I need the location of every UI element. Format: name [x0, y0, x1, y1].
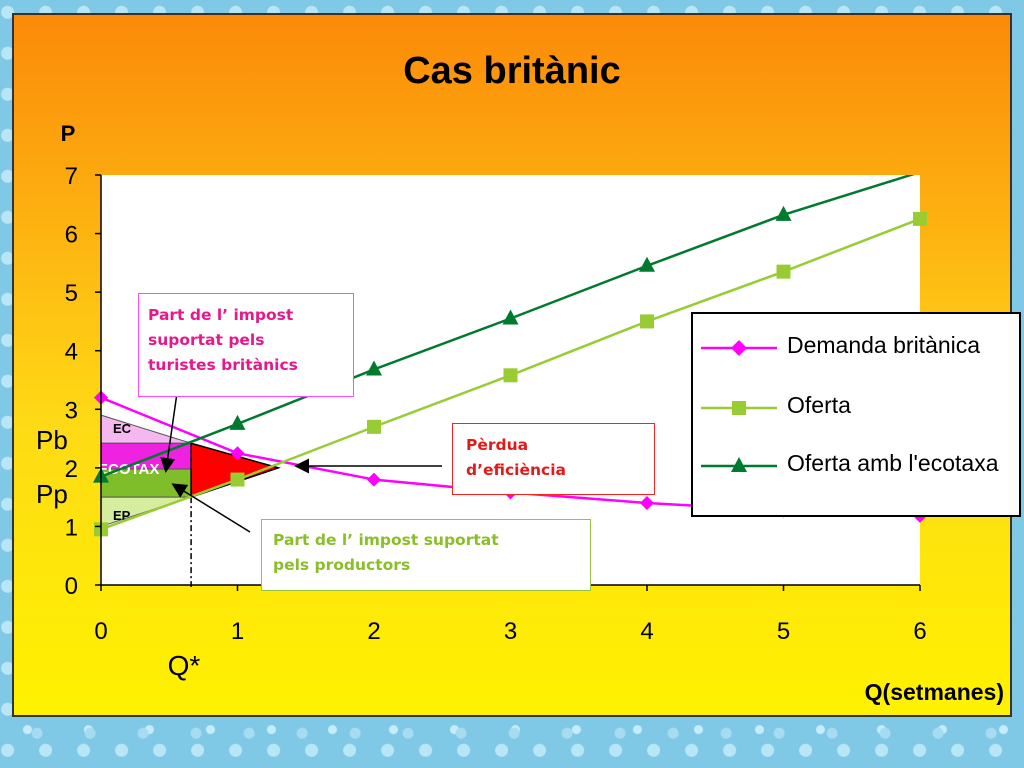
x-tick-label-0: 0 — [94, 618, 107, 645]
series-2-point-5 — [775, 205, 792, 221]
x-tick-label-6: 6 — [913, 618, 926, 645]
series-1-point-3 — [503, 368, 518, 383]
y-tick-label-0: 0 — [65, 573, 78, 600]
y-tick-label-2: 2 — [65, 456, 78, 483]
x-tick-label-3: 3 — [504, 618, 517, 645]
y-tick-label-1: 1 — [65, 514, 78, 541]
series-1-point-4 — [640, 314, 654, 329]
x-tick-label-5: 5 — [777, 618, 790, 645]
x-tick-label-1: 1 — [231, 618, 244, 645]
x-axis-title: Q(setmanes) — [865, 679, 1004, 705]
consumer-share-arrow — [160, 392, 178, 473]
series-2-point-1 — [229, 414, 246, 430]
y-tick-label-7: 7 — [65, 163, 78, 190]
legend-swatch-demand — [701, 340, 777, 356]
legend-label-taxed-supply: Oferta amb l'ecotaxa — [787, 450, 999, 476]
x-tick-label-4: 4 — [640, 618, 653, 645]
chart-legend: Demanda britànica Oferta Oferta amb l'ec… — [691, 312, 1021, 517]
series-0-point-4 — [640, 496, 654, 510]
legend-label-demand: Demanda britànica — [787, 332, 981, 358]
region-label-ecotax: ECOTAX — [98, 461, 159, 478]
q-star-label: Q* — [168, 650, 201, 681]
series-2-point-3 — [502, 309, 519, 325]
region-label-ec: EC — [113, 421, 132, 436]
series-1-point-6 — [913, 211, 927, 226]
series-0-point-1 — [230, 446, 245, 461]
series-1-point-5 — [776, 264, 791, 279]
consumer-tax-share-callout: Part de l’ impost suportat pels turistes… — [138, 293, 354, 397]
series-1-point-1 — [230, 472, 245, 487]
legend-swatch-supply — [701, 401, 777, 415]
legend-swatch-taxed-supply — [701, 457, 777, 472]
producer-share-arrow — [171, 483, 251, 533]
x-tick-label-2: 2 — [367, 618, 380, 645]
series-2-point-4 — [639, 256, 655, 272]
series-2-point-2 — [366, 360, 382, 376]
y-axis-title: P — [61, 121, 76, 146]
y-tick-label-4: 4 — [65, 339, 78, 366]
producer-tax-share-callout: Part de l’ impost suportat pels producto… — [261, 519, 591, 591]
y-tick-label-3: 3 — [65, 397, 78, 424]
series-0-point-2 — [367, 472, 381, 487]
pb-label: Pb — [36, 425, 68, 455]
series-1-point-2 — [367, 419, 381, 434]
chart-title: Cas britànic — [403, 50, 621, 92]
pp-label: Pp — [36, 479, 68, 509]
legend-label-supply: Oferta — [787, 392, 851, 418]
y-tick-label-6: 6 — [65, 222, 78, 249]
y-tick-label-5: 5 — [65, 280, 78, 307]
efficiency-loss-callout: Pèrdua d’eficiència — [452, 423, 655, 495]
